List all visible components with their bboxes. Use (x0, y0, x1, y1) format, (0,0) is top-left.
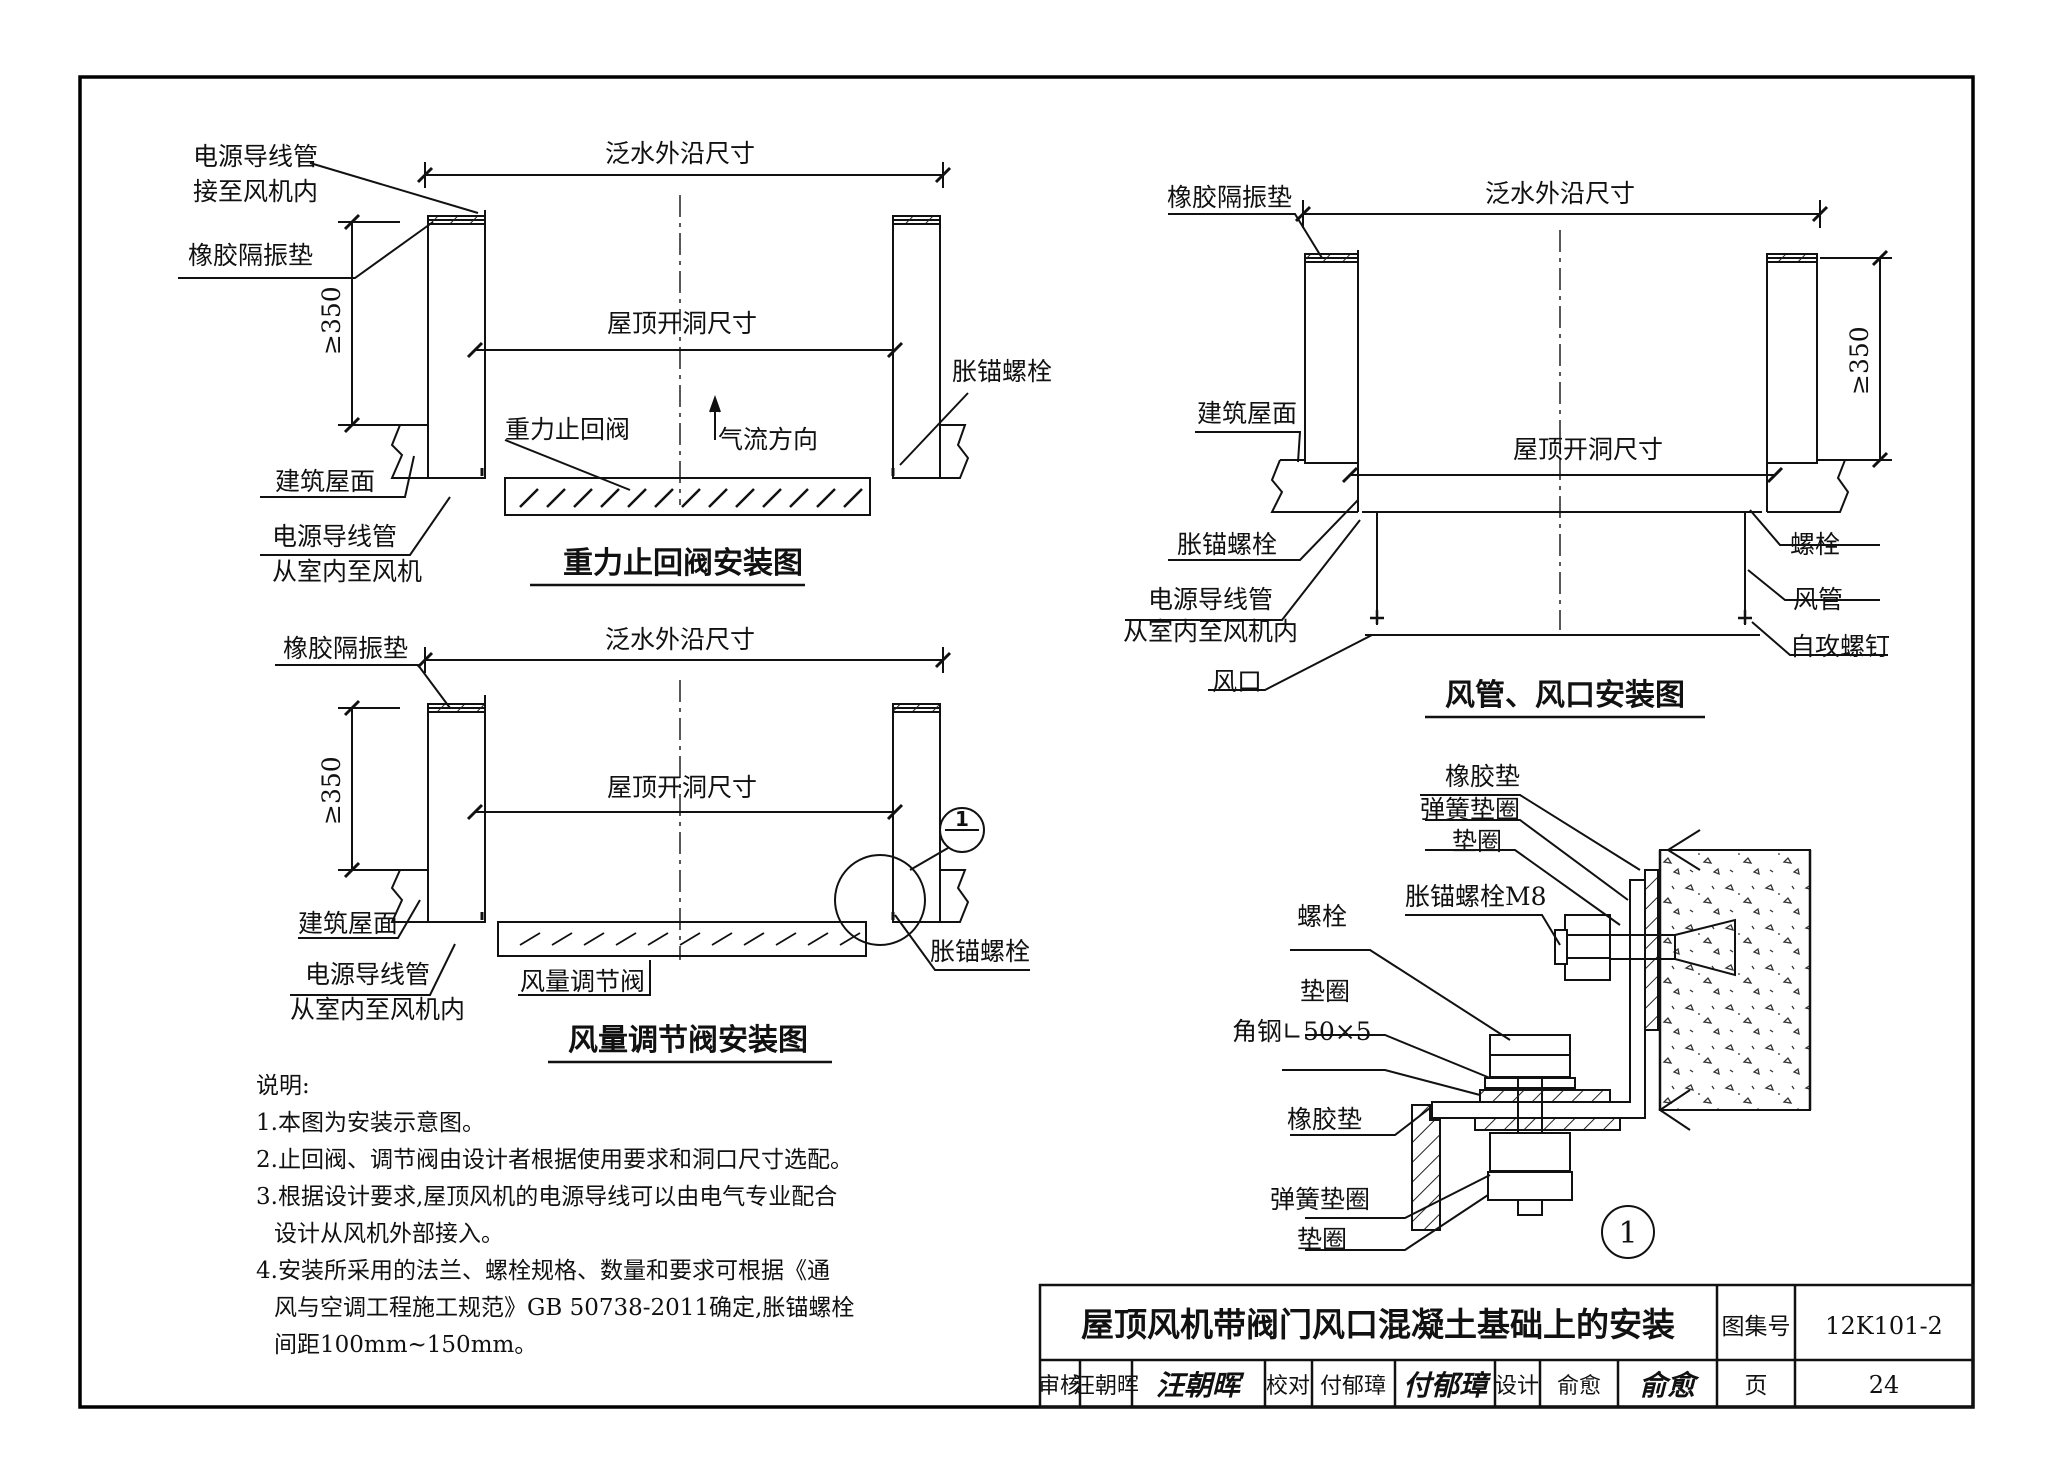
note-item: 1.本图为安装示意图。 (256, 1110, 485, 1136)
review-label: 审核 (1038, 1374, 1082, 1399)
fig2-volume-damper-installation (275, 647, 1030, 996)
rubber-pad-right (892, 215, 941, 225)
page-number: 24 (1869, 1371, 1900, 1399)
rubber-pad-left (1304, 253, 1359, 263)
gravity-check-damper (504, 477, 871, 516)
fig2-label-roof: 建筑屋面 (298, 909, 398, 938)
checker-signature: 付郁璋 (1403, 1369, 1492, 1402)
fig2-label-anchor-bolt: 胀锚螺栓 (930, 937, 1030, 966)
fig3-opening-dimension: 屋顶开洞尺寸 (1513, 435, 1663, 464)
fig2-top-dimension: 泛水外沿尺寸 (605, 625, 755, 654)
fig3-title: 风管、风口安装图 (1445, 678, 1685, 713)
fig2-title: 风量调节阀安装图 (568, 1023, 808, 1058)
fig2-opening-dimension: 屋顶开洞尺寸 (607, 773, 757, 802)
fig2-label-volume-damper: 风量调节阀 (520, 967, 645, 996)
damper-blades (519, 488, 863, 508)
fig3-label-conduit-2: 从室内至风机内 (1123, 617, 1298, 646)
designer-name: 俞愈 (1557, 1374, 1601, 1399)
fig2-label-conduit-2: 从室内至风机内 (290, 995, 465, 1024)
detail-label-washer-top: 垫圈 (1452, 827, 1502, 856)
check-label: 校对 (1266, 1374, 1310, 1399)
fig3-label-outlet: 风口 (1212, 667, 1262, 696)
fig3-top-dimension: 泛水外沿尺寸 (1485, 179, 1635, 208)
fig3-label-duct: 风管 (1793, 585, 1843, 614)
fig1-gravity-damper-installation (178, 162, 970, 556)
detail-label-washer-mid: 垫圈 (1300, 977, 1350, 1006)
sheet-border (78, 75, 1975, 1409)
fig1-top-dimension: 泛水外沿尺寸 (605, 139, 755, 168)
fig3-duct-outlet-installation (1125, 200, 1892, 691)
note-item: 风与空调工程施工规范》GB 50738-2011确定,胀锚螺栓 (274, 1295, 855, 1321)
detail-label-angle-steel: 角钢∟50×5 (1232, 1017, 1372, 1046)
detail-label-rubber-pad-top: 橡胶垫 (1445, 762, 1520, 791)
detail-number-circle (1601, 1205, 1655, 1259)
fig3-label-screw: 自攻螺钉 (1790, 632, 1890, 661)
atlas-number: 12K101-2 (1825, 1312, 1943, 1340)
checker-name: 付郁璋 (1320, 1374, 1386, 1399)
detail-label-rubber-pad-bottom: 橡胶垫 (1287, 1105, 1362, 1134)
fig3-text: 泛水外沿尺寸 屋顶开洞尺寸 ≥350 橡胶隔振垫 建筑屋面 胀锚螺栓 电源导线管… (1123, 179, 1890, 719)
fig2-label-conduit-1: 电源导线管 (305, 960, 430, 989)
fig1-label-roof: 建筑屋面 (275, 467, 375, 496)
fig3-label-conduit-1: 电源导线管 (1148, 585, 1273, 614)
detail-number: 1 (1618, 1216, 1637, 1251)
detail-callout-circle (834, 854, 926, 946)
fig1-opening-dimension: 屋顶开洞尺寸 (607, 309, 757, 338)
fig3-label-bolt: 螺栓 (1790, 530, 1840, 559)
atlas-label: 图集号 (1722, 1314, 1791, 1340)
fig1-label-anchor-bolt: 胀锚螺栓 (952, 357, 1052, 386)
fig1-text: 泛水外沿尺寸 屋顶开洞尺寸 ≥350 电源导线管 接至风机内 橡胶隔振垫 胀锚螺… (188, 139, 1052, 587)
fig1-label-conduit-to-fan-1: 电源导线管 (193, 142, 318, 171)
detail-label-bolt: 螺栓 (1297, 902, 1347, 931)
notes-heading: 说明: (256, 1073, 310, 1099)
note-item: 3.根据设计要求,屋顶风机的电源导线可以由电气专业配合 (256, 1184, 838, 1210)
fig1-label-conduit-from-room-1: 电源导线管 (272, 522, 397, 551)
fig1-label-gravity-damper: 重力止回阀 (505, 415, 630, 444)
detail-label-spring-washer-top: 弹簧垫圈 (1420, 795, 1520, 824)
fig3-height-dimension: ≥350 (1845, 326, 1874, 395)
fig2-label-rubber-pad: 橡胶隔振垫 (283, 634, 408, 663)
fig1-label-conduit-from-room-2: 从室内至风机 (272, 557, 422, 586)
page-label: 页 (1745, 1373, 1768, 1399)
volume-damper-blades (519, 932, 861, 946)
fig1-height-dimension: ≥350 (317, 286, 346, 355)
drawing-title: 屋顶风机带阀门风口混凝土基础上的安装 (1081, 1305, 1675, 1344)
detail-label-spring-washer-bottom: 弹簧垫圈 (1270, 1185, 1370, 1214)
fig1-label-conduit-to-fan-2: 接至风机内 (193, 177, 318, 206)
fig1-label-rubber-pad: 橡胶隔振垫 (188, 241, 313, 270)
volume-control-damper (497, 921, 867, 957)
reviewer-name: 汪朝晖 (1073, 1374, 1139, 1399)
detail-1-text: 橡胶垫 弹簧垫圈 垫圈 胀锚螺栓M8 螺栓 垫圈 角钢∟50×5 橡胶垫 弹簧垫… (1232, 762, 1638, 1254)
rubber-pad-right (892, 703, 941, 713)
title-block (1038, 1283, 1975, 1409)
notes-block: 说明: 1.本图为安装示意图。 2.止回阀、调节阀由设计者根据使用要求和洞口尺寸… (256, 1068, 896, 1364)
note-item: 2.止回阀、调节阀由设计者根据使用要求和洞口尺寸选配。 (256, 1147, 853, 1173)
note-item: 4.安装所采用的法兰、螺栓规格、数量和要求可根据《通 (256, 1258, 830, 1284)
note-item: 设计从风机外部接入。 (274, 1221, 504, 1247)
concrete-wall (1659, 849, 1811, 1111)
rubber-pad-right (1766, 253, 1818, 263)
detail-1-anchor-connection (1282, 794, 1812, 1259)
fig3-label-rubber-pad: 橡胶隔振垫 (1167, 183, 1292, 212)
fig2-text: 泛水外沿尺寸 屋顶开洞尺寸 ≥350 1 橡胶隔振垫 建筑屋面 电源导线管 从室… (283, 625, 1030, 1064)
angle-steel (1431, 879, 1646, 1119)
fig3-label-anchor-bolt: 胀锚螺栓 (1177, 530, 1277, 559)
detail-label-anchor-m8: 胀锚螺栓M8 (1405, 882, 1547, 911)
designer-signature: 俞愈 (1639, 1369, 1700, 1402)
reviewer-signature: 汪朝晖 (1156, 1369, 1245, 1402)
fig2-height-dimension: ≥350 (317, 756, 346, 825)
rubber-pad-left (427, 215, 486, 225)
fig1-label-airflow: 气流方向 (718, 425, 818, 454)
note-item: 间距100mm~150mm。 (274, 1332, 538, 1358)
detail-ref-circle (939, 807, 985, 853)
title-block-text: 屋顶风机带阀门风口混凝土基础上的安装 图集号 12K101-2 审核 汪朝晖 汪… (1038, 1305, 1943, 1402)
rubber-pad-left (427, 703, 486, 713)
detail-label-washer-bottom: 垫圈 (1297, 1225, 1347, 1254)
design-label: 设计 (1495, 1374, 1539, 1399)
fig3-label-roof: 建筑屋面 (1197, 399, 1297, 428)
fig1-title: 重力止回阀安装图 (563, 546, 803, 581)
detail-ref-number: 1 (955, 807, 969, 831)
